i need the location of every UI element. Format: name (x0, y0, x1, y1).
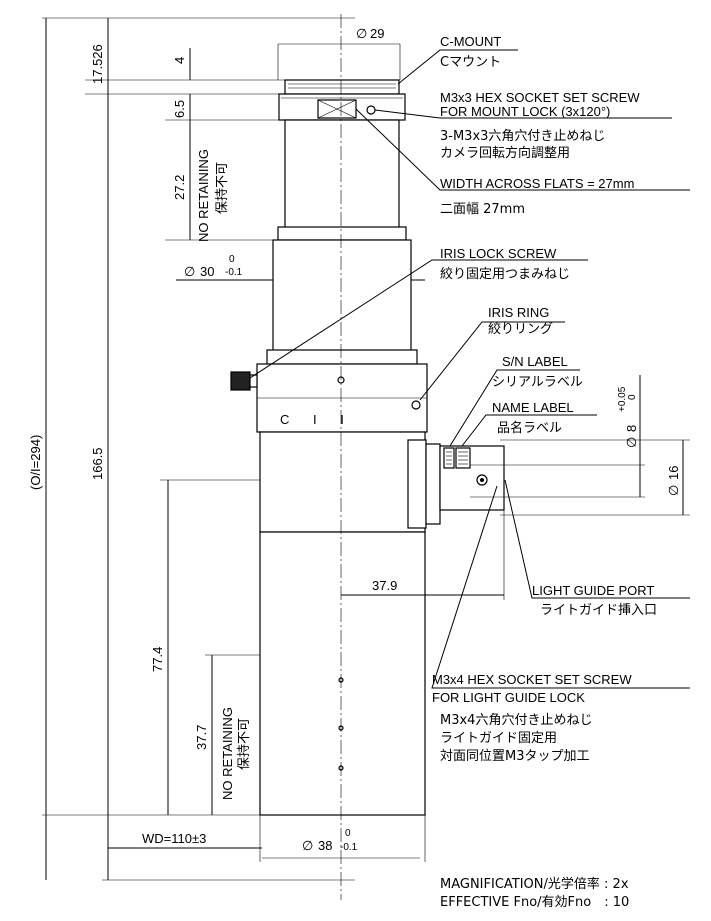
flats-en: WIDTH ACROSS FLATS = 27mm (440, 176, 634, 191)
dim-65: 6.5 (172, 100, 187, 118)
m3x4-jp-2: ライトガイド固定用 (440, 731, 557, 746)
sn-label-en: S/N LABEL (502, 354, 568, 369)
dim-377: 37.7 (194, 725, 209, 750)
sn-label-jp: シリアルラベル (492, 375, 583, 390)
iris-ring-jp: 絞りリング (488, 322, 553, 337)
iris-ring-screw (411, 400, 421, 410)
iris-lock-en: IRIS LOCK SCREW (440, 246, 557, 261)
dim-17526: 17.526 (90, 44, 105, 84)
leaders (249, 49, 690, 689)
c-mount-jp: Cマウント (440, 55, 501, 70)
dim-1665: 166.5 (90, 447, 105, 480)
no-retaining-upper-jp: 保持不可 (215, 162, 230, 214)
c-mount-en: C-MOUNT (440, 34, 501, 49)
flats-jp: 二面幅 27mm (440, 202, 525, 217)
iris-ring-en: IRIS RING (488, 305, 549, 320)
port-base (407, 439, 427, 529)
mount-lock-screw (366, 105, 376, 115)
annotations: C-MOUNT Cマウント M3x3 HEX SOCKET SET SCREW … (28, 26, 681, 910)
phi8-tol-up: +0.05 (617, 386, 628, 412)
m3x3-jp-1: 3-M3x3六角穴付き止めねじ (440, 129, 605, 144)
port-flange (425, 443, 441, 525)
m3x3-jp-2: カメラ回転方向調整用 (440, 145, 570, 161)
dim-wd: WD=110±3 (142, 831, 206, 846)
lg-port-en: LIGHT GUIDE PORT (532, 583, 654, 598)
phi29-value: 29 (370, 26, 384, 41)
m3x4-jp-3: 対面同位置M3タップ加工 (440, 749, 590, 764)
middle-tube (272, 239, 412, 365)
phi8-symbol: ∅ (624, 437, 639, 448)
m3x4-jp-1: M3x4六角穴付き止めねじ (440, 713, 592, 728)
m3x3-en-2: FOR MOUNT LOCK (3x120°) (440, 104, 610, 119)
iris-lock-jp: 絞り固定用つまみねじ (440, 267, 570, 282)
dim-total: (O/I=294) (28, 435, 43, 490)
name-label (455, 447, 471, 469)
sn-label (443, 447, 455, 469)
spec-magnification: MAGNIFICATION/光学倍率 : 2x (440, 876, 629, 892)
lens-body (230, 79, 505, 816)
ring-marks: C I I (280, 412, 354, 427)
phi38-tol-dn: -0.1 (340, 842, 358, 853)
extension-lines (42, 17, 355, 881)
m3x3-en-1: M3x3 HEX SOCKET SET SCREW (440, 90, 640, 105)
phi38-value: 38 (318, 838, 332, 853)
front-tube (259, 531, 426, 816)
phi8-tol-dn: 0 (627, 394, 638, 400)
dim-774: 77.4 (150, 647, 165, 672)
m3x4-en-1: M3x4 HEX SOCKET SET SCREW (432, 672, 632, 687)
phi16-symbol: ∅ (666, 485, 681, 496)
phi38-tol-up: 0 (345, 828, 351, 839)
dim-272: 27.2 (172, 175, 187, 200)
upper-tube (284, 119, 400, 241)
phi8-value: 8 (624, 425, 639, 432)
m3x4-en-2: FOR LIGHT GUIDE LOCK (432, 690, 585, 705)
iris-lock-stem (249, 374, 258, 388)
dim-4: 4 (172, 57, 187, 64)
no-retaining-upper-en: NO RETAINING (196, 149, 211, 242)
phi30-value: 30 (200, 264, 214, 279)
iris-lock-knob (230, 371, 251, 391)
phi38-symbol: ∅ (302, 838, 313, 853)
phi30-tol-up: 0 (229, 254, 235, 265)
phi30-tol-dn: -0.1 (225, 267, 243, 278)
lg-port-jp: ライトガイド挿入口 (540, 603, 657, 618)
name-label-jp: 品名ラベル (497, 420, 562, 436)
name-label-en: NAME LABEL (492, 400, 574, 415)
no-retaining-lower-jp: 保持不可 (237, 718, 252, 770)
tube-collar (277, 226, 407, 241)
phi30-symbol: ∅ (184, 264, 195, 279)
spec-fno: EFFECTIVE Fno/有効Fno : 10 (440, 895, 629, 910)
dim-379: 37.9 (372, 578, 397, 593)
lower-body (259, 431, 426, 533)
phi29-symbol: ∅ (356, 26, 367, 41)
c-mount-thread (284, 79, 400, 95)
no-retaining-lower-en: NO RETAINING (220, 707, 235, 800)
phi16-value: 16 (666, 466, 681, 480)
left-dimensions (45, 18, 262, 880)
right-dimensions (176, 43, 690, 862)
